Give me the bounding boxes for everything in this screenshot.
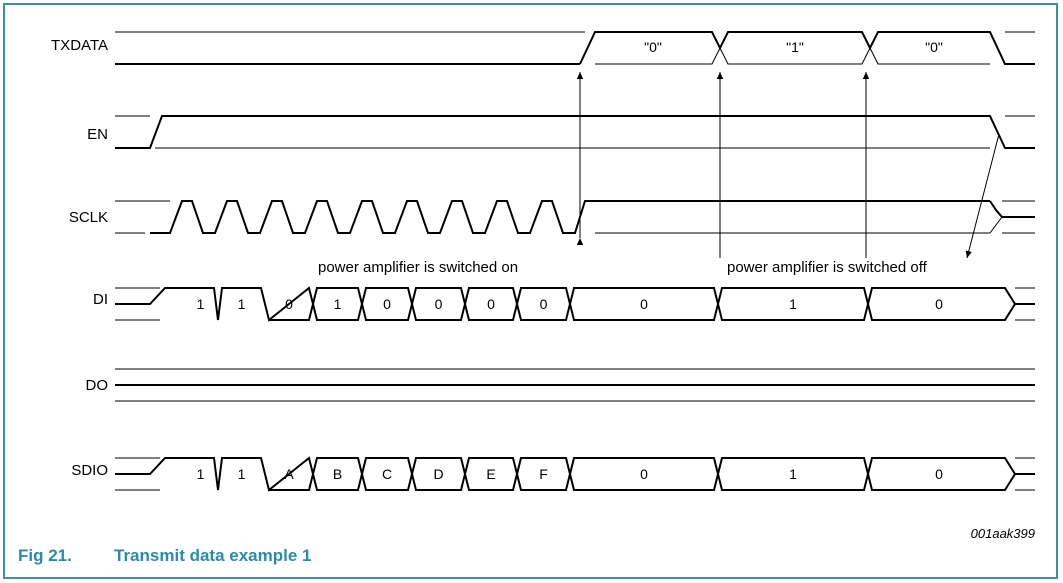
di-cell: 1 <box>197 296 205 312</box>
sdio-cell: 1 <box>789 466 797 482</box>
sdio-cell: C <box>382 466 392 482</box>
arrows <box>576 72 1000 259</box>
di-waveform <box>115 286 1035 322</box>
di-label: DI <box>93 291 108 308</box>
annotation-switched-off: power amplifier is switched off <box>727 259 928 276</box>
arrow-off <box>965 133 1000 259</box>
sdio-cell: 1 <box>238 466 246 482</box>
figure-caption: Fig 21. Transmit data example 1 <box>18 546 311 566</box>
di-cell: 1 <box>238 296 246 312</box>
txdata-label: TXDATA <box>51 37 108 54</box>
di-cell: 1 <box>334 296 342 312</box>
sclk-label: SCLK <box>69 209 108 226</box>
di-cell: 0 <box>935 296 943 312</box>
figure-number: Fig 21. <box>18 546 72 565</box>
sdio-values: 1 1 A B C D E F 0 1 0 <box>197 466 944 482</box>
di-cell: 0 <box>640 296 648 312</box>
di-cell: 0 <box>487 296 495 312</box>
figure-id: 001aak399 <box>971 526 1035 541</box>
sclk-waveform <box>115 200 1035 234</box>
di-cell: 0 <box>285 296 293 312</box>
sdio-cell: A <box>284 466 294 482</box>
do-label: DO <box>86 377 109 394</box>
sdio-label: SDIO <box>71 462 108 479</box>
sdio-waveform <box>115 456 1035 492</box>
sdio-cell: 1 <box>197 466 205 482</box>
di-cell: 1 <box>789 296 797 312</box>
txdata-bit-1: "1" <box>786 39 804 55</box>
sdio-cell: F <box>539 466 548 482</box>
do-waveform <box>115 368 1035 402</box>
figure-frame <box>3 3 1058 579</box>
en-waveform <box>115 115 1035 149</box>
di-cell: 0 <box>383 296 391 312</box>
sdio-cell: 0 <box>640 466 648 482</box>
annotation-switched-on: power amplifier is switched on <box>318 259 518 276</box>
txdata-waveform <box>115 31 1035 65</box>
txdata-bit-0: "0" <box>644 39 662 55</box>
di-cell: 0 <box>435 296 443 312</box>
di-values: 1 1 0 1 0 0 0 0 0 1 0 <box>197 296 944 312</box>
sdio-cell: E <box>486 466 495 482</box>
sdio-cell: D <box>433 466 443 482</box>
di-cell: 0 <box>540 296 548 312</box>
en-label: EN <box>87 126 108 143</box>
txdata-bit-2: "0" <box>925 39 943 55</box>
figure-title: Transmit data example 1 <box>114 546 312 565</box>
sdio-cell: B <box>333 466 342 482</box>
sdio-cell: 0 <box>935 466 943 482</box>
